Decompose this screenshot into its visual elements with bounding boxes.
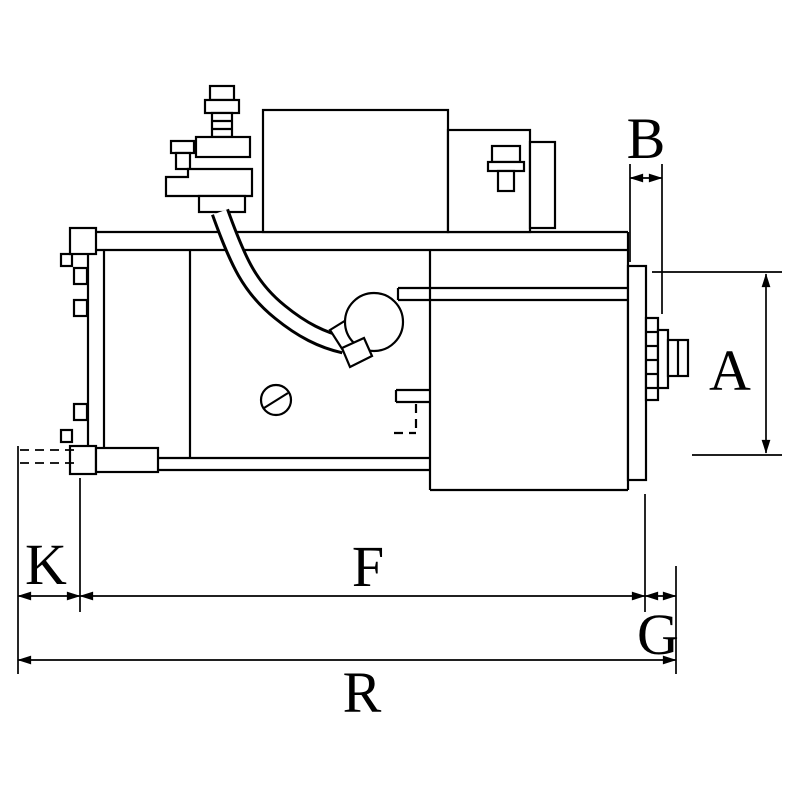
dimension-label-g: G [637, 602, 679, 667]
dimension-b: B [627, 106, 666, 314]
output-shaft [644, 316, 690, 402]
dimension-k: K [17, 532, 81, 601]
extension-lines [17, 446, 677, 674]
motor-outline [59, 84, 690, 492]
battery-terminal [164, 84, 254, 214]
dimension-g: G [637, 591, 679, 667]
dimensions: B A K F G [17, 106, 782, 725]
dimension-label-k: K [25, 532, 67, 597]
mounting-flange [626, 264, 648, 482]
solenoid [261, 108, 557, 234]
drive-end-housing [394, 232, 630, 492]
solenoid-side-bolt [486, 144, 526, 193]
dimension-label-f: F [352, 534, 384, 599]
bearing-boss [343, 291, 405, 353]
dimension-f: F [79, 534, 646, 601]
dimension-a: A [652, 271, 782, 456]
left-end-bracket [59, 226, 160, 476]
dimension-label-a: A [709, 338, 751, 403]
dimension-label-r: R [343, 660, 382, 725]
dimension-r: R [17, 655, 677, 725]
cable-clamp [340, 336, 374, 369]
inspection-screw [259, 383, 293, 417]
dimension-label-b: B [627, 106, 666, 171]
